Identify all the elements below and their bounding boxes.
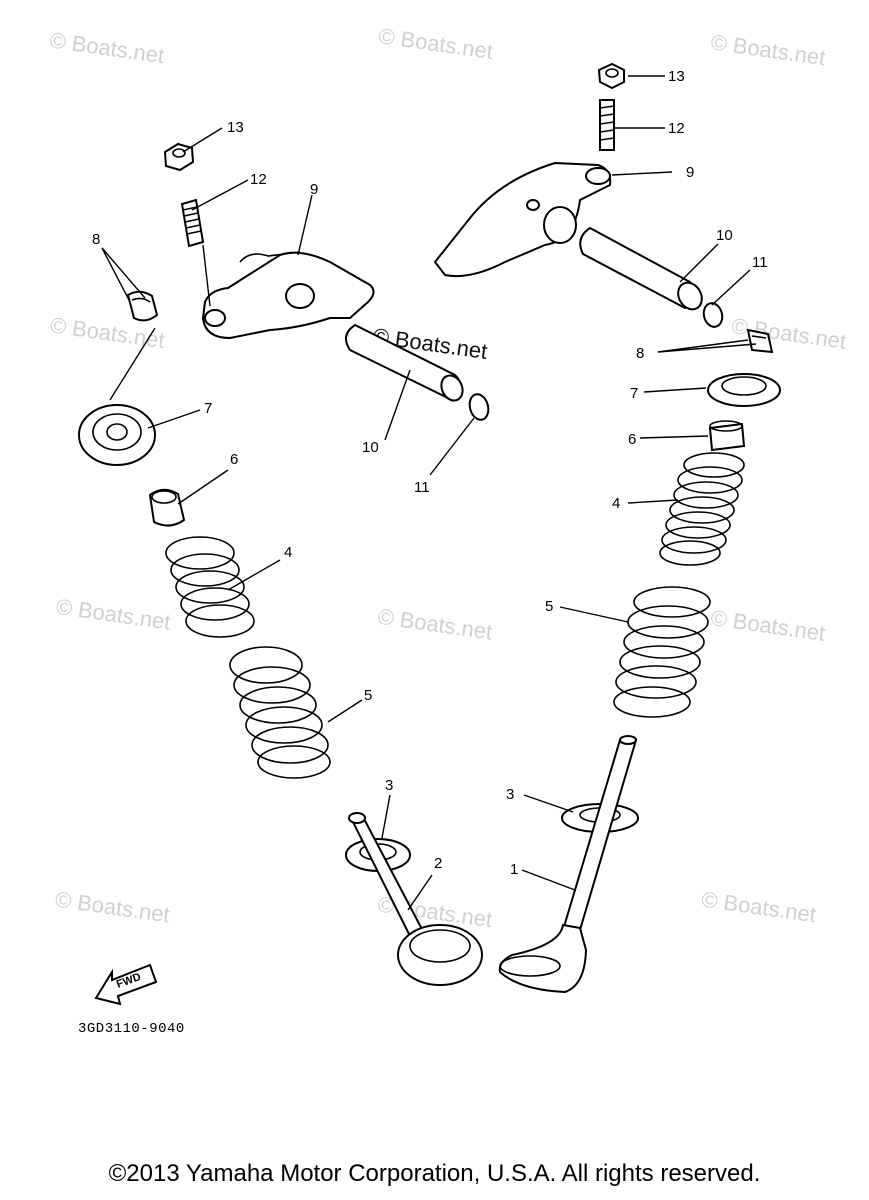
part-12-screw-left bbox=[180, 198, 205, 248]
callout-13-left: 13 bbox=[227, 119, 244, 136]
part-4-inner-spring-right bbox=[659, 452, 745, 566]
callout-3-left: 3 bbox=[385, 777, 393, 794]
part-9-rocker-arm-right bbox=[433, 161, 612, 278]
part-9-rocker-arm-left bbox=[201, 251, 375, 340]
watermark: © Boats.net bbox=[377, 23, 495, 64]
part-6-seal-left bbox=[148, 488, 186, 527]
callout-8-right: 8 bbox=[636, 345, 644, 362]
callout-12-left: 12 bbox=[250, 171, 267, 188]
watermark: © Boats.net bbox=[54, 594, 172, 635]
watermark: © Boats.net bbox=[709, 605, 827, 646]
callout-13-right: 13 bbox=[668, 68, 685, 85]
callout-6-left: 6 bbox=[230, 451, 238, 468]
callout-7-right: 7 bbox=[630, 385, 638, 402]
diagram-code: 3GD3110-9040 bbox=[78, 1021, 185, 1037]
watermark: © Boats.net bbox=[376, 604, 494, 645]
callout-12-right: 12 bbox=[668, 120, 685, 137]
part-1-valve-right bbox=[498, 735, 638, 994]
callout-11-right: 11 bbox=[752, 254, 768, 271]
part-6-seal-right bbox=[708, 420, 746, 452]
part-5-outer-spring-left bbox=[229, 646, 331, 779]
watermark: © Boats.net bbox=[54, 887, 172, 928]
callout-3-right: 3 bbox=[506, 786, 514, 803]
callout-4-left: 4 bbox=[284, 544, 292, 561]
watermark: © Boats.net bbox=[700, 887, 818, 928]
part-13-nut-right bbox=[597, 62, 625, 90]
part-7-retainer-left bbox=[78, 404, 156, 466]
callout-8-left: 8 bbox=[92, 231, 100, 248]
callout-11-left: 11 bbox=[414, 479, 430, 496]
callout-9-left: 9 bbox=[310, 181, 318, 198]
part-10-shaft-left bbox=[345, 323, 464, 402]
part-10-shaft-right bbox=[579, 226, 703, 311]
part-11-oring-left bbox=[468, 393, 490, 421]
watermark: © Boats.net bbox=[709, 29, 827, 70]
part-2-valve-left bbox=[348, 812, 483, 986]
callouts: 13 12 9 8 7 6 4 5 10 11 3 2 13 12 9 10 1… bbox=[92, 68, 768, 878]
watermark: © Boats.net bbox=[48, 27, 166, 68]
callout-9-right: 9 bbox=[686, 164, 694, 181]
callout-4-right: 4 bbox=[612, 495, 620, 512]
callout-10-right: 10 bbox=[716, 227, 733, 244]
part-8-cotters-left bbox=[126, 290, 159, 322]
callout-6-right: 6 bbox=[628, 431, 636, 448]
callout-5-right: 5 bbox=[545, 598, 553, 615]
part-12-screw-right bbox=[599, 99, 615, 151]
part-8-cotters-right bbox=[746, 328, 774, 354]
leader-lines bbox=[101, 75, 757, 911]
part-5-outer-spring-right bbox=[613, 586, 711, 718]
fwd-arrow-icon: FWD bbox=[94, 963, 158, 1006]
callout-1-right: 1 bbox=[510, 861, 518, 878]
callout-2-left: 2 bbox=[434, 855, 442, 872]
copyright-text: ©2013 Yamaha Motor Corporation, U.S.A. A… bbox=[108, 1160, 761, 1187]
callout-7-left: 7 bbox=[204, 400, 212, 417]
callout-10-left: 10 bbox=[362, 439, 379, 456]
part-11-oring-right bbox=[702, 302, 724, 328]
part-7-retainer-right bbox=[707, 373, 781, 407]
callout-5-left: 5 bbox=[364, 687, 372, 704]
part-4-inner-spring-left bbox=[165, 536, 255, 638]
